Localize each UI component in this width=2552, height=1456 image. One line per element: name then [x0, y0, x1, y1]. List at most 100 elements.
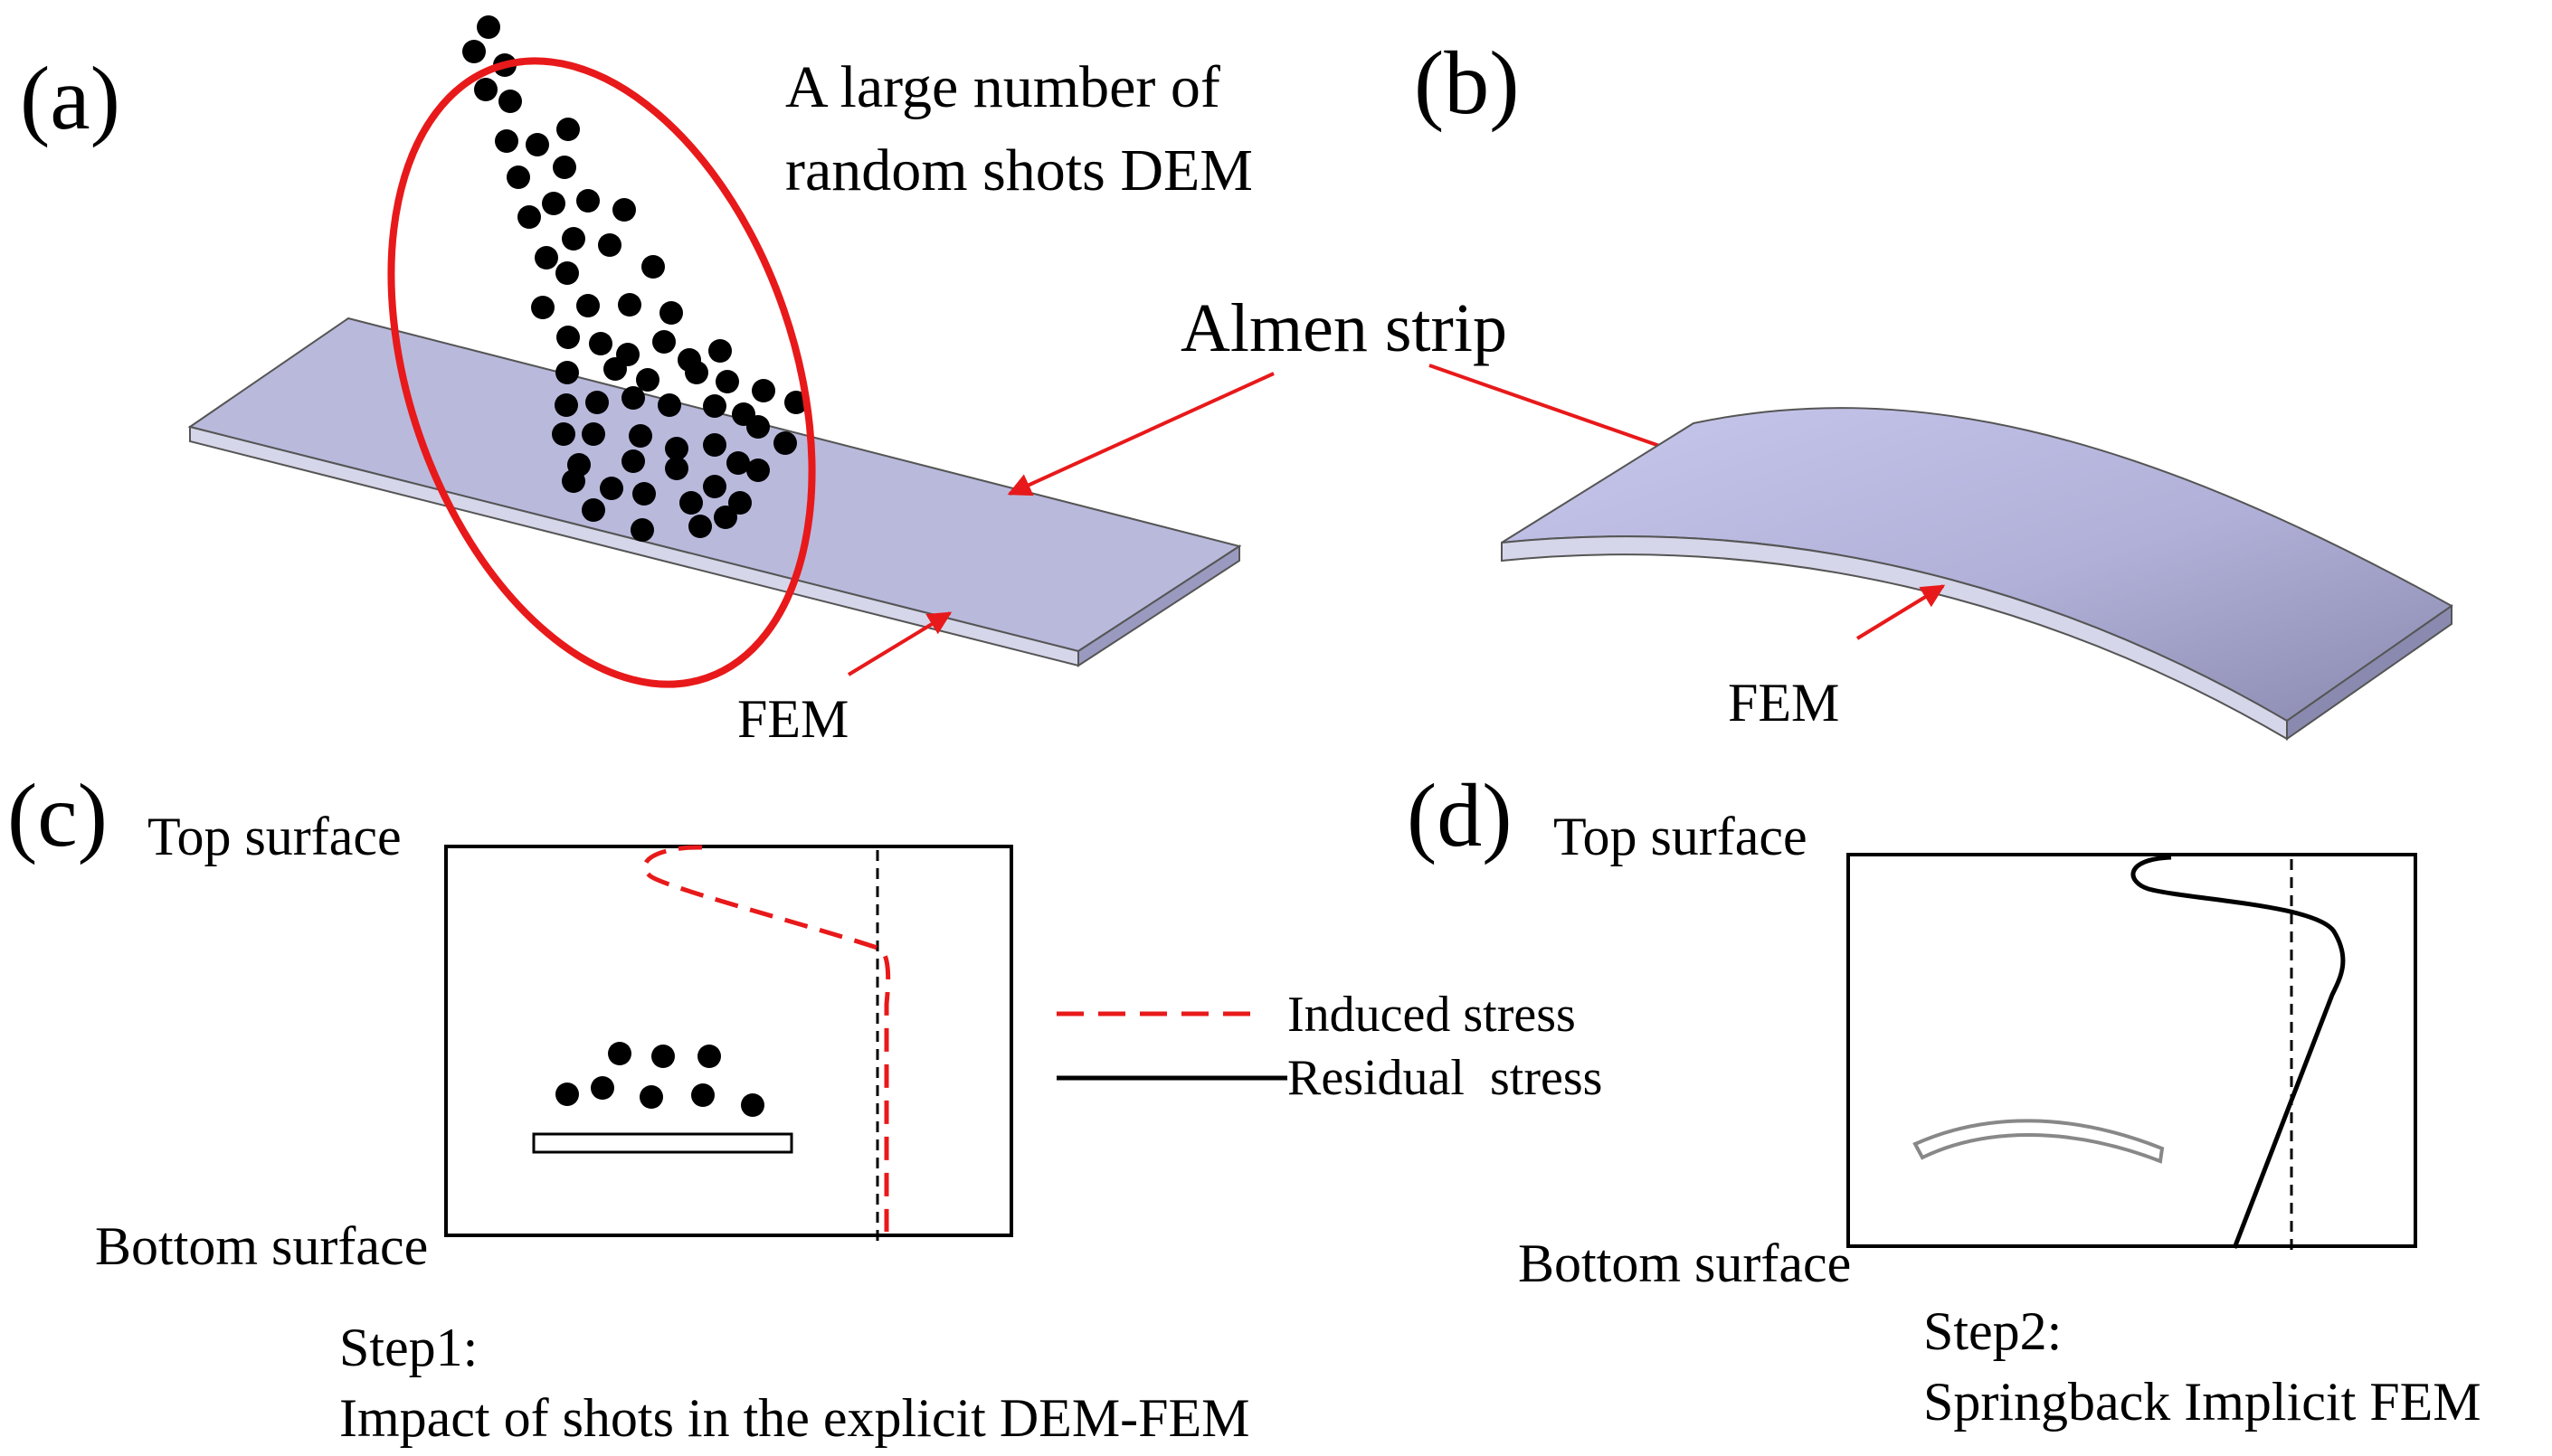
- panel-c-shot: [741, 1093, 764, 1117]
- dem-shot: [556, 326, 580, 349]
- fem-label-b: FEM: [1728, 673, 1839, 733]
- dem-shot: [582, 422, 605, 446]
- dem-shot: [589, 332, 612, 355]
- dem-shot: [585, 391, 609, 414]
- legend-induced-label: Induced stress: [1287, 987, 1576, 1043]
- dem-shot: [708, 339, 732, 363]
- dem-shot: [714, 506, 737, 529]
- dem-shot: [507, 165, 530, 189]
- dem-shot: [555, 361, 579, 384]
- dem-shot: [679, 491, 703, 515]
- almen-strip-label: Almen strip: [1181, 290, 1507, 366]
- dem-shot: [517, 205, 541, 229]
- legend: Induced stress Residual stress: [1057, 987, 1602, 1106]
- dem-shot: [542, 192, 565, 215]
- panel-c-top-surface: Top surface: [147, 807, 402, 866]
- dem-shot: [784, 391, 808, 414]
- dem-shot: [773, 431, 797, 455]
- dem-shot: [556, 118, 580, 141]
- dem-shot: [562, 469, 585, 493]
- dem-shot: [495, 129, 518, 153]
- dem-shot: [703, 475, 726, 498]
- step1-title: Step1:: [339, 1318, 478, 1377]
- dem-shot: [600, 477, 623, 500]
- dem-shot: [752, 379, 775, 402]
- dem-shots: [462, 15, 808, 542]
- panel-c-shot: [591, 1076, 614, 1100]
- dem-shot: [658, 393, 681, 417]
- step1-description: Impact of shots in the explicit DEM-FEM: [339, 1388, 1250, 1448]
- dem-shot: [688, 515, 712, 538]
- step2-description: Springback Implicit FEM: [1923, 1372, 2481, 1432]
- dem-shot: [703, 394, 726, 418]
- dem-shot: [553, 156, 576, 179]
- panel-c-shot: [608, 1042, 631, 1065]
- dem-shot: [621, 449, 645, 473]
- dem-shot: [576, 294, 600, 317]
- panel-c-shot: [640, 1085, 663, 1109]
- dem-shot: [552, 422, 575, 446]
- panel-c-bottom-surface: Bottom surface: [95, 1216, 428, 1276]
- panel-d-top-surface: Top surface: [1553, 807, 1807, 866]
- dem-shot: [652, 330, 676, 354]
- panel-c-shot: [691, 1083, 715, 1107]
- panel-d-bent-strip: [1912, 1119, 2165, 1164]
- almen-strip-annotation: Almen strip: [1007, 290, 1722, 496]
- step2-title: Step2:: [1923, 1301, 2062, 1361]
- panel-b-label: (b): [1414, 33, 1520, 133]
- panel-d-frame: [1846, 853, 2417, 1248]
- dem-shot: [498, 90, 522, 113]
- dem-shot: [636, 368, 659, 392]
- fem-arrow-b: [1855, 584, 1946, 640]
- bent-strip-top-face: [1501, 407, 2453, 723]
- dem-shot: [728, 491, 752, 515]
- panel-c: (c) Top surface Bottom surface Step1: Im…: [7, 765, 1250, 1448]
- bent-almen-strip: [1501, 407, 2453, 741]
- panel-c-frame: [444, 845, 1013, 1237]
- dem-shot: [618, 293, 641, 317]
- dem-shot: [526, 133, 549, 156]
- panel-c-shot: [555, 1083, 579, 1106]
- panel-b: (b) FEM: [1414, 33, 2453, 741]
- panel-a-label: (a): [20, 48, 120, 148]
- panel-d-bottom-surface: Bottom surface: [1518, 1234, 1851, 1293]
- dem-shot: [665, 437, 688, 460]
- dem-shot: [477, 15, 500, 39]
- panel-c-shot: [651, 1045, 675, 1068]
- flat-strip-side-face: [1077, 544, 1240, 667]
- dem-shot: [631, 518, 654, 542]
- dem-shot: [665, 457, 688, 480]
- dem-shot: [562, 227, 585, 251]
- dem-shot: [685, 361, 708, 384]
- dem-shot: [659, 301, 683, 325]
- dem-shot: [629, 424, 652, 448]
- dem-shot: [612, 198, 636, 222]
- panel-d-label: (d): [1407, 765, 1513, 865]
- dem-shot: [555, 261, 579, 285]
- dem-highlight-ellipse: [387, 57, 816, 688]
- dem-shot: [621, 386, 645, 410]
- dem-shot: [462, 40, 486, 63]
- dem-shot: [632, 482, 656, 506]
- residual-stress-curve: [2130, 855, 2346, 1249]
- dem-shot: [474, 78, 498, 101]
- dem-shot: [746, 415, 770, 439]
- panel-c-flat-strip: [532, 1132, 793, 1154]
- panel-c-shots: [555, 1042, 764, 1117]
- dem-shot: [576, 189, 600, 213]
- dem-shot: [531, 296, 555, 319]
- legend-residual-label: Residual stress: [1287, 1050, 1602, 1106]
- fem-label-a: FEM: [737, 689, 849, 749]
- bent-strip-side-face: [2286, 604, 2452, 741]
- induced-stress-curve: [642, 845, 891, 1232]
- dem-shot: [641, 255, 665, 279]
- panel-c-shot: [697, 1045, 721, 1068]
- dem-description-line2: random shots DEM: [785, 137, 1253, 203]
- dem-shot: [703, 433, 726, 457]
- dem-shot: [746, 459, 770, 482]
- almen-arrow-to-flat: [1007, 372, 1275, 496]
- panel-a: (a) A large number of random shots DEM F…: [20, 15, 1253, 749]
- dem-shot: [603, 357, 627, 381]
- fem-arrow-a: [847, 611, 953, 676]
